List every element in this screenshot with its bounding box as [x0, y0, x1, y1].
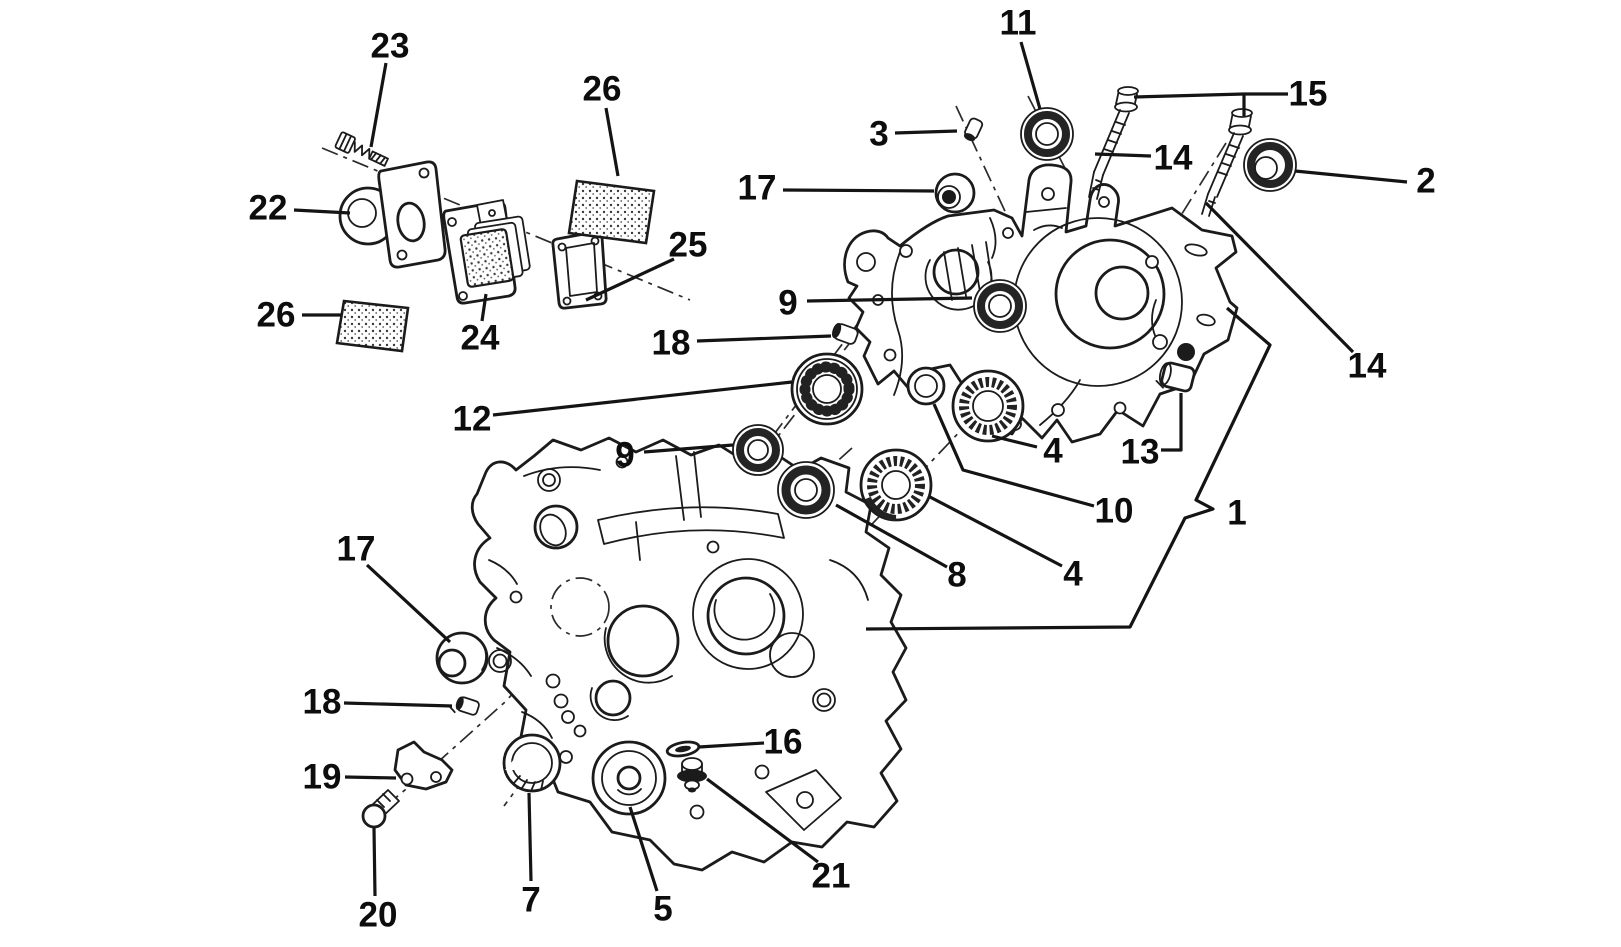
callout-label-25-5: 25: [669, 226, 708, 265]
callout-label-22-2: 22: [249, 189, 288, 228]
callout-label-11-6: 11: [1000, 4, 1037, 43]
leader-line-12: [492, 380, 793, 417]
stud-bolt-14a: [1088, 86, 1139, 200]
callout-label-26-1: 26: [583, 70, 622, 109]
needle-bearing-4-lower: [859, 448, 933, 522]
leader-line-14: [1094, 152, 1152, 158]
bracket-bolt-20: [361, 789, 400, 829]
drain-washer-16: [665, 740, 701, 758]
leader-line-9: [643, 443, 734, 454]
spacer-ring-10: [906, 366, 946, 406]
reed-valve-assembly: [442, 199, 531, 305]
callout-label-19-25: 19: [303, 758, 342, 797]
callout-label-20-28: 20: [359, 896, 398, 935]
leader-line-22: [293, 208, 351, 215]
upper-crankcase-half: [843, 163, 1239, 444]
leader-line-23: [369, 62, 388, 148]
ball-bearing-12: [790, 352, 864, 426]
reed-gasket: [551, 230, 608, 310]
bracket-19: [393, 740, 454, 791]
callout-label-9-16: 9: [615, 436, 634, 475]
leader-line-20: [372, 827, 377, 897]
plug-3: [963, 117, 984, 142]
leader-line-15: [1133, 92, 1288, 99]
oil-seal-8: [777, 461, 835, 519]
leader-line-25: [585, 257, 675, 302]
roller-bearing-4-right: [951, 369, 1025, 443]
callout-label-18-14: 18: [652, 324, 691, 363]
callout-label-17-8: 17: [738, 169, 777, 208]
callout-label-13-18: 13: [1121, 433, 1160, 472]
leader-line-4: [929, 495, 1063, 568]
leader-line-2: [1294, 169, 1408, 184]
callout-label-17-23: 17: [337, 530, 376, 569]
callout-label-3-7: 3: [869, 115, 888, 154]
flange-bolt-23: [334, 131, 389, 167]
oil-seal-9-mid: [732, 424, 784, 476]
seal-washer-5: [591, 740, 667, 816]
foam-gasket-left: [335, 299, 410, 353]
leader-line-26: [604, 107, 620, 177]
dowel-pin-18-left: [448, 696, 480, 716]
callout-label-21-27: 21: [812, 857, 851, 896]
intake-manifold-flange: [338, 160, 447, 269]
leader-line-16: [698, 741, 765, 749]
drain-bolt-21: [677, 757, 707, 793]
leader-line-19: [344, 775, 397, 780]
leader-line-18: [343, 701, 453, 708]
callout-label-5-30: 5: [653, 890, 672, 929]
leader-line-7: [527, 792, 533, 882]
lower-crankcase-half: [470, 436, 908, 872]
callout-label-14-12: 14: [1348, 347, 1387, 386]
leader-line-17: [782, 188, 935, 193]
oil-seal-9-top: [973, 279, 1027, 333]
leader-line-5: [628, 806, 659, 892]
foam-gasket-top: [567, 179, 656, 245]
callout-label-4-17: 4: [1043, 432, 1063, 471]
leader-line-18: [696, 334, 832, 343]
plug-17-top: [934, 172, 976, 214]
oil-seal-2: [1243, 138, 1297, 192]
callout-label-8-20: 8: [947, 556, 966, 595]
leader-line-4: [991, 434, 1038, 449]
callout-label-18-24: 18: [303, 683, 342, 722]
leader-line-13: [1161, 393, 1183, 452]
leader-line-14: [1204, 201, 1355, 354]
callout-label-4-21: 4: [1063, 555, 1083, 594]
callout-label-23-0: 23: [371, 27, 410, 66]
callout-label-15-9: 15: [1289, 75, 1328, 114]
leader-line-1: [865, 306, 1272, 631]
callout-label-10-19: 10: [1095, 492, 1134, 531]
callout-label-12-15: 12: [453, 400, 492, 439]
leader-line-21: [706, 777, 819, 864]
leader-line-17: [365, 563, 452, 644]
leader-line-11: [1019, 41, 1042, 110]
bushing-13: [1155, 361, 1196, 393]
leader-line-8: [835, 503, 948, 569]
callout-label-9-13: 9: [778, 284, 797, 323]
callout-label-24-4: 24: [461, 319, 500, 358]
callouts-layer: 23 26 22 26 24 25 11 3 17 15 14 2 14 9 18 12 9 4 13 10 8 4 1 17…: [249, 4, 1436, 935]
leader-line-10: [932, 403, 1095, 508]
leader-line-24: [480, 293, 488, 322]
callout-label-14-10: 14: [1154, 139, 1193, 178]
cap-plug-17-left: [435, 631, 489, 685]
callout-label-16-26: 16: [764, 723, 803, 762]
callout-label-2-11: 2: [1416, 162, 1435, 201]
callout-label-26-3: 26: [257, 296, 296, 335]
leader-line-3: [894, 129, 958, 135]
leader-line-9: [806, 296, 973, 303]
oil-seal-11: [1020, 107, 1074, 161]
c-seal-7: [502, 733, 562, 793]
callout-label-1-22: 1: [1227, 494, 1246, 533]
dowel-pin-18-top: [831, 322, 859, 345]
callout-label-7-29: 7: [521, 881, 540, 920]
